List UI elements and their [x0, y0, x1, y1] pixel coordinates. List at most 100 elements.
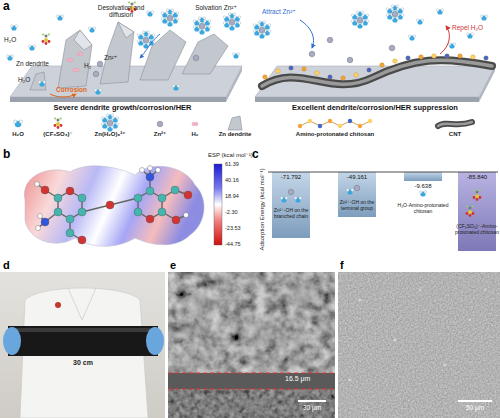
chitosan-molecule: [106, 201, 114, 209]
chitosan-chain: [380, 63, 385, 68]
legend-text: Zn(H₂O)₆²⁺: [85, 131, 135, 138]
sem-cross-section: [168, 389, 335, 390]
chitosan-chain: [354, 73, 359, 78]
dimension-label: 16.5 μm: [285, 375, 330, 383]
adsorption-bar: [404, 172, 442, 181]
axis-title: ESP (kcal mol⁻¹): [208, 152, 268, 159]
chitosan-molecule: [158, 208, 166, 216]
zn-dendrite: [100, 22, 134, 84]
tick-label: 40.16: [225, 177, 255, 183]
chitosan-chain: [484, 56, 489, 61]
hydrated-zinc-ion: [137, 31, 155, 49]
hydrated-zinc-ion: [253, 5, 404, 39]
water-molecule: [480, 15, 487, 21]
photo-film: [0, 272, 165, 418]
zn-anode-left: [226, 66, 242, 102]
hydrated-zinc-ion: [223, 13, 241, 31]
zinc-ion: [93, 71, 99, 77]
chitosan-molecule: [41, 218, 49, 226]
sem-cross-section: [168, 272, 335, 418]
zinc-ion: [97, 61, 103, 67]
zn-dendrite: [30, 22, 228, 90]
cnt-tube: [262, 60, 492, 86]
hydrated-zinc-ion: [137, 9, 241, 49]
hydrogen-bubble: [67, 58, 73, 62]
species-label: Zn dendrite: [16, 60, 61, 67]
photo-film: [68, 288, 96, 320]
sem-surface: [484, 289, 486, 291]
chitosan-molecule: [171, 186, 179, 194]
tick-label: -23.53: [225, 225, 255, 231]
water-molecule: [466, 33, 473, 39]
chitosan-chain: [341, 76, 346, 81]
chitosan-chain: [328, 75, 333, 80]
chitosan-molecule: [158, 194, 166, 202]
chitosan-chain: [315, 71, 320, 76]
chitosan-molecule: [54, 194, 62, 202]
repel-arrow: [440, 26, 449, 54]
legend-sample: [54, 117, 63, 128]
chitosan-molecule: [78, 194, 86, 202]
chitosan-chain: [406, 56, 411, 61]
chitosan-chain: [302, 67, 307, 72]
chitosan-chain: [419, 55, 424, 60]
panel-letter: b: [3, 148, 18, 162]
bar-molecule: [466, 205, 475, 217]
water-molecule: [172, 85, 179, 91]
legend-sample: [338, 124, 342, 128]
process-note: Repel H₂O: [452, 24, 497, 31]
chitosan-molecule: [110, 198, 138, 205]
photo-film: [8, 328, 158, 332]
corrosion-arrow: [50, 94, 76, 97]
legend-sample: [101, 114, 119, 132]
bar-molecule: [346, 189, 353, 195]
esp-surface: [24, 166, 204, 246]
chitosan-molecule: [146, 173, 154, 181]
legend-sample: [368, 119, 372, 123]
desolvation-arrow: [140, 34, 160, 58]
species-label: H₂O: [4, 36, 28, 43]
zn-dendrite: [58, 30, 92, 88]
chitosan-molecule: [146, 187, 154, 195]
legend-sample: [358, 124, 362, 128]
legend-sample: [228, 116, 242, 130]
bar-molecule: [473, 189, 482, 201]
sem-surface: [394, 339, 397, 342]
chitosan-chain: [263, 75, 268, 80]
panel-letter: c: [252, 148, 267, 162]
zn-dendrite: [118, 22, 134, 38]
water-molecule: [436, 9, 443, 15]
water-molecule: [88, 27, 95, 33]
sem-surface: [444, 364, 447, 367]
tick-label: -44.75: [225, 241, 255, 247]
chitosan-molecule: [134, 194, 142, 202]
legend-sample: [308, 119, 312, 123]
value-label: -49.161: [337, 174, 377, 181]
bar-label: Zn²⁺-OH on the branched chain: [266, 208, 316, 220]
tick-label: 61.39: [225, 161, 255, 167]
water-molecule: [94, 89, 101, 95]
chitosan-molecule: [54, 208, 62, 216]
tick-label: -2.30: [225, 209, 255, 215]
tick-label: 18.94: [225, 193, 255, 199]
legend-sample: [328, 119, 332, 123]
adsorption-bar: [458, 172, 496, 251]
chitosan-molecule: [41, 186, 49, 194]
value-label: -9.638: [403, 183, 443, 190]
water-molecule: [38, 81, 45, 87]
bar-molecule: [294, 197, 301, 203]
zinc-ion: [193, 55, 199, 61]
bar-molecule: [419, 191, 426, 197]
sem-surface: [359, 299, 361, 301]
water-molecule: [6, 11, 239, 95]
hydrogen-bubble: [77, 52, 83, 56]
photo-film: [146, 327, 164, 355]
chitosan-molecule: [37, 168, 188, 240]
chitosan-chain: [276, 69, 281, 74]
species-label: H₂O: [18, 76, 43, 83]
zn-dendrite: [30, 72, 46, 90]
zn-anode-right: [479, 66, 495, 102]
legend-text: CNT: [435, 131, 475, 138]
chitosan-molecule: [66, 187, 74, 195]
process-note: Attract Zn²⁺: [262, 8, 322, 15]
